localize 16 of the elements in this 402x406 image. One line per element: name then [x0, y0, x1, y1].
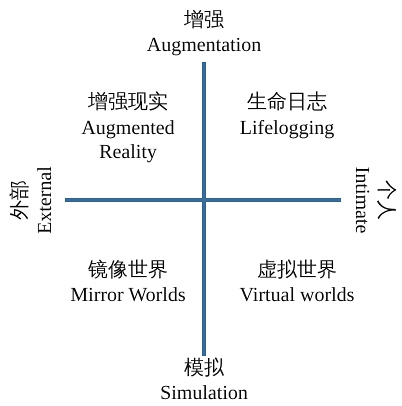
quadrant-label: 增强现实 — [88, 90, 168, 114]
quadrant-label: Augmented Reality — [80, 116, 176, 164]
quadrant-label: 生命日志 — [247, 90, 327, 114]
axis-label: Augmentation — [146, 33, 262, 57]
quadrant-label: Virtual worlds — [240, 283, 354, 307]
axis-label: External — [33, 166, 57, 234]
quadrant-label: 虚拟世界 — [257, 258, 337, 282]
axis-label: 个人 — [374, 180, 398, 220]
axis-label: 模拟 — [184, 356, 224, 380]
axis-label: 外部 — [8, 180, 32, 220]
axis-label: Simulation — [160, 381, 248, 405]
quadrant-label: Lifelogging — [240, 116, 334, 140]
axis-label: Intimate — [350, 166, 374, 234]
quadrant-label: 镜像世界 — [88, 258, 168, 282]
quadrant-label: Mirror Worlds — [70, 283, 186, 307]
axis-label: 增强 — [184, 8, 224, 32]
